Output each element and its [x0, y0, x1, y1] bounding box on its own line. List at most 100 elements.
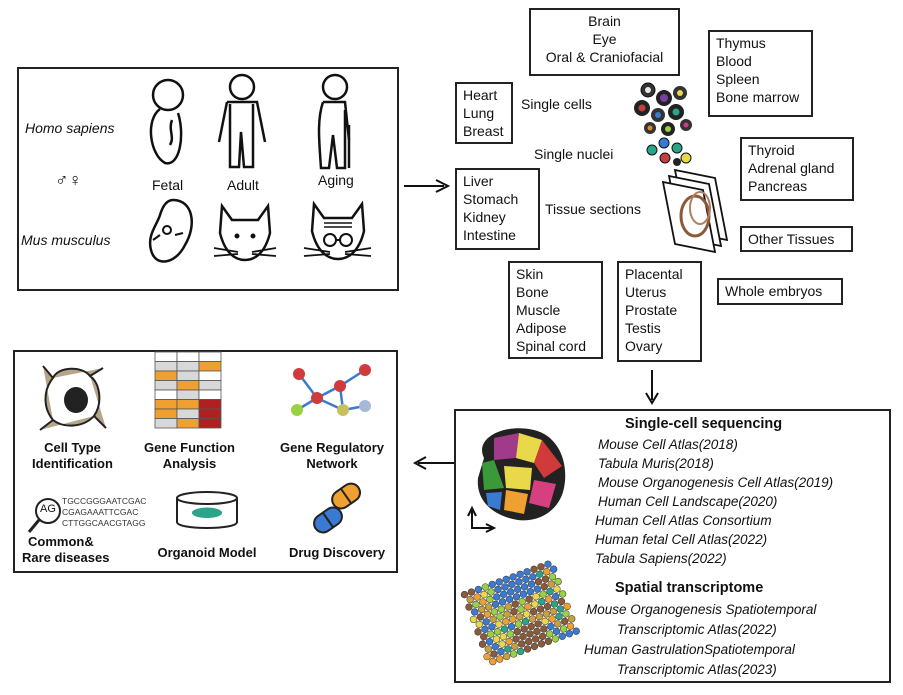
- tissue-heart: Heart: [463, 87, 498, 103]
- hex-spot: [516, 570, 524, 579]
- hex-spot: [536, 605, 545, 613]
- hex-spot: [554, 577, 562, 586]
- hex-spot: [497, 647, 505, 656]
- hex-spot: [521, 617, 530, 626]
- mouse-fetal-icon: [148, 198, 193, 263]
- heatmap-cell: [176, 370, 200, 381]
- heatmap-cell: [154, 408, 178, 419]
- gene-heatmap-icon: [154, 351, 222, 429]
- hex-spot: [460, 590, 469, 599]
- tissue-prostate: Prostate: [625, 302, 678, 318]
- heatmap-cell: [154, 418, 178, 429]
- tissue-box-repro: Placental Uterus Prostate Testis Ovary: [617, 261, 702, 362]
- hex-spot: [532, 592, 540, 601]
- spatial-title: Spatial transcriptome: [615, 580, 764, 596]
- hex-spot: [523, 645, 532, 653]
- hex-spot: [540, 625, 548, 633]
- hex-spot: [496, 613, 504, 621]
- hex-spot: [485, 638, 494, 646]
- hex-spot: [527, 622, 535, 631]
- hex-spot: [505, 637, 513, 646]
- human-fetal-icon: [149, 78, 185, 165]
- tissue-box-digestive: Liver Stomach Kidney Intestine: [455, 168, 540, 250]
- tissue-uterus: Uterus: [625, 284, 667, 300]
- hex-spot: [502, 618, 510, 626]
- hex-spot: [561, 617, 569, 625]
- hex-spot: [504, 645, 512, 653]
- hex-spot: [534, 620, 542, 628]
- hex-spot: [562, 610, 570, 618]
- hex-spot: [510, 608, 518, 616]
- hex-spot: [518, 640, 526, 648]
- hex-spot: [515, 578, 523, 586]
- embryo-cluster-map-icon: [467, 428, 566, 533]
- tissue-ovary: Ovary: [625, 338, 663, 354]
- tissue-adipose: Adipose: [516, 320, 567, 336]
- dna-line-1: TGCCGGGAATCGAC: [62, 496, 147, 506]
- hex-spot: [486, 595, 494, 604]
- hex-spot: [465, 603, 473, 611]
- hex-spot: [552, 592, 560, 601]
- hex-spot: [466, 595, 474, 604]
- hex-spot: [509, 650, 518, 658]
- app-drug-discovery: Drug Discovery: [288, 545, 386, 560]
- tissue-liver: Liver: [463, 173, 494, 189]
- hex-spot: [529, 607, 538, 616]
- heatmap-cell: [198, 389, 222, 400]
- hex-spot: [535, 612, 544, 621]
- tissue-breast: Breast: [463, 123, 504, 139]
- tissue-box-musculo: Skin Bone Muscle Adipose Spinal cord: [508, 261, 603, 359]
- hex-spot: [511, 642, 519, 651]
- magnifier-icon: [27, 498, 61, 533]
- hex-spot: [504, 603, 512, 611]
- hex-spot: [549, 565, 558, 573]
- sc-atlas-item: Human fetal Cell Atlas(2022): [595, 532, 768, 547]
- hex-spot: [533, 585, 541, 593]
- arrow-sequencing-to-applications: [412, 456, 454, 470]
- tissue-bone: Bone: [516, 284, 549, 300]
- tissue-box-endocrine: Thyroid Adrenal gland Pancreas: [740, 137, 854, 201]
- hex-spot: [546, 587, 554, 596]
- tissue-other-tissues: Other Tissues: [748, 231, 835, 247]
- tissue-kidney: Kidney: [463, 209, 506, 225]
- heatmap-cell: [154, 351, 178, 362]
- hex-spot: [478, 605, 486, 614]
- hex-spot: [525, 595, 533, 603]
- tissue-skin: Skin: [516, 266, 544, 282]
- hex-spot: [512, 635, 520, 643]
- hex-spot: [520, 583, 529, 591]
- hex-spot: [519, 632, 527, 641]
- hex-spot: [532, 635, 540, 643]
- hex-spot: [483, 610, 492, 619]
- hex-spot: [557, 597, 566, 606]
- hex-spot: [501, 583, 509, 591]
- hex-spot: [502, 575, 510, 584]
- hex-spot: [500, 625, 509, 633]
- tissue-oral-craniofacial: Oral & Craniofacial: [545, 49, 664, 65]
- hex-spot: [549, 607, 557, 616]
- heatmap-cell: [154, 399, 178, 410]
- hex-spot: [513, 627, 521, 636]
- hex-spot: [497, 605, 505, 613]
- human-aging-icon: [317, 73, 351, 170]
- hex-spot: [526, 588, 534, 596]
- drug-pills-icon: [313, 482, 361, 534]
- hex-spot: [524, 602, 532, 611]
- hex-spot: [541, 575, 550, 583]
- sc-atlas-item: Human Cell Atlas Consortium: [595, 513, 772, 528]
- hex-spot: [533, 627, 541, 636]
- heatmap-cell: [154, 389, 178, 400]
- heatmap-cell: [176, 399, 200, 410]
- hex-spot: [536, 570, 544, 578]
- hex-spot: [540, 582, 548, 591]
- sample-single-nuclei: Single nuclei: [534, 146, 614, 162]
- tissue-thymus: Thymus: [716, 35, 766, 51]
- hex-spot: [482, 618, 490, 626]
- hex-spot: [483, 652, 491, 661]
- hex-spot: [469, 615, 478, 624]
- hex-spot: [491, 600, 500, 609]
- tissue-lung: Lung: [463, 105, 495, 121]
- app-diseases: Common& Rare diseases: [22, 534, 110, 565]
- hex-spot: [514, 585, 522, 593]
- mouse-adult-icon: [213, 202, 277, 262]
